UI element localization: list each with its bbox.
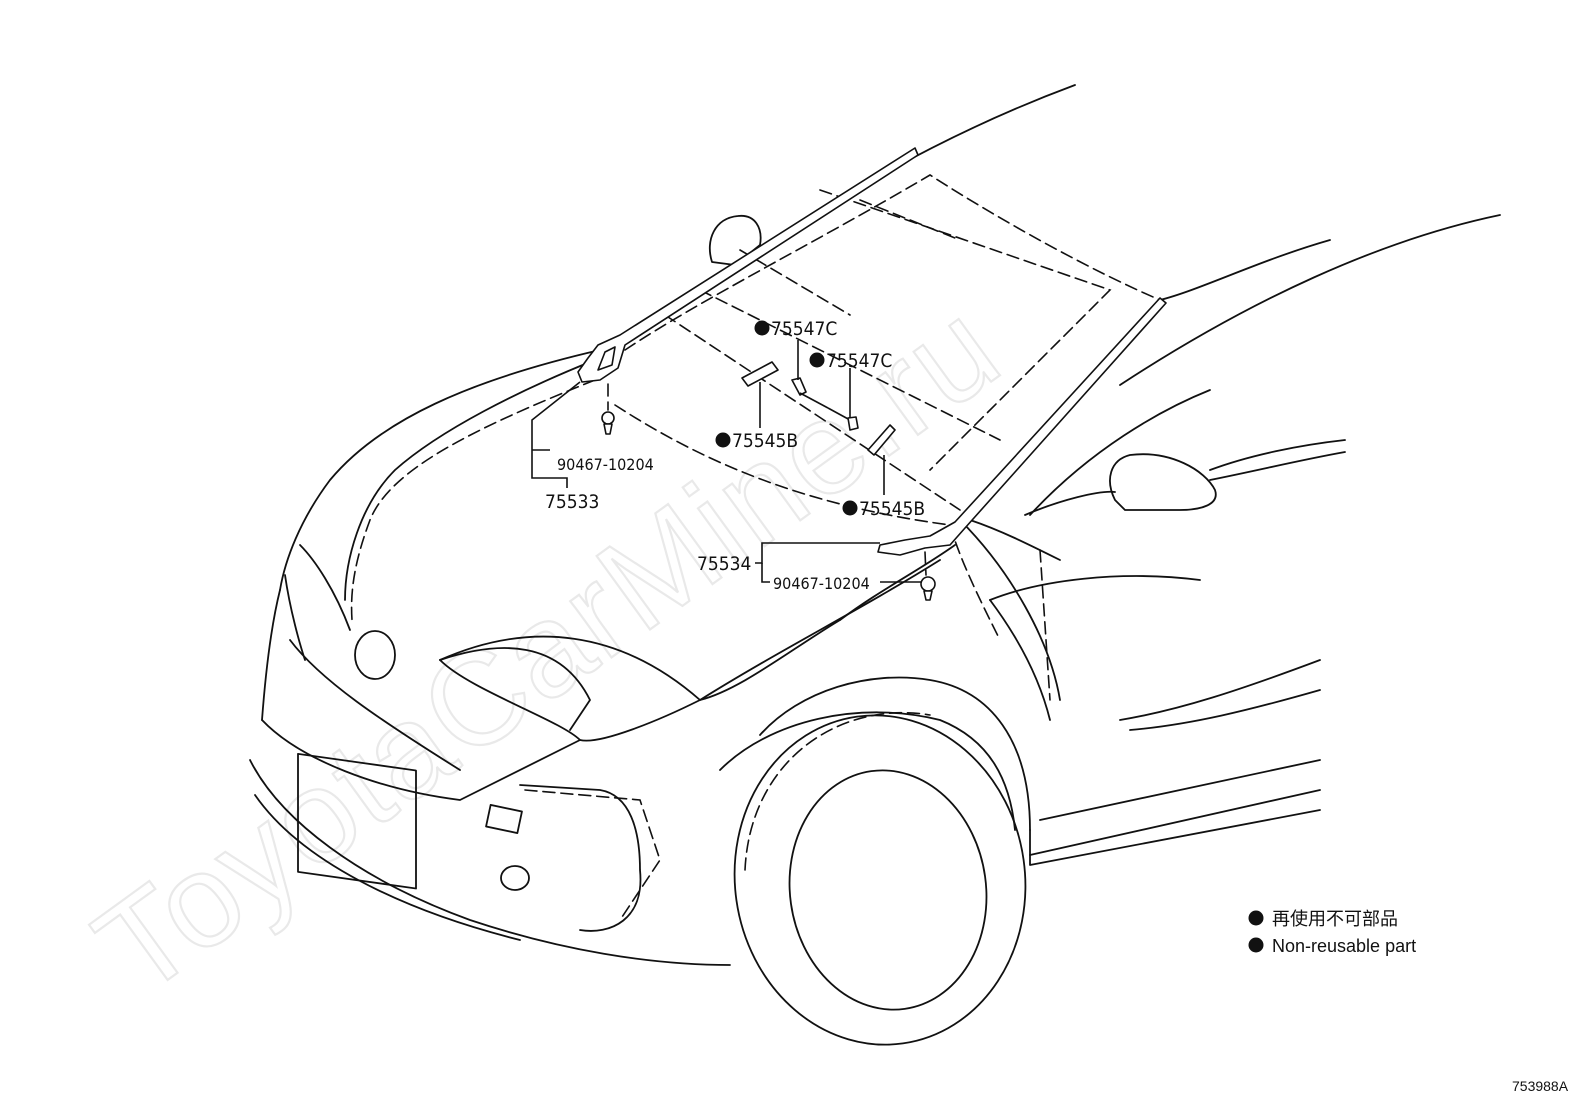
non-reusable-bullet-icon xyxy=(754,320,770,336)
left-windshield-molding xyxy=(577,147,919,383)
right-windshield-molding xyxy=(877,297,1167,556)
legend: 再使用不可部品 Non-reusable part xyxy=(1248,909,1416,956)
non-reusable-bullet-icon xyxy=(715,432,731,448)
legend-bullet-icon xyxy=(1248,937,1264,953)
leader-lines xyxy=(531,340,922,583)
legend-japanese-text: 再使用不可部品 xyxy=(1272,909,1398,929)
callout-75545b-upper: 75545B xyxy=(715,430,798,452)
callout-75547c-upper-label: 75547C xyxy=(771,318,837,340)
car-body-outline xyxy=(249,84,1501,1046)
clip-90467-right-part xyxy=(920,551,936,601)
bracket-75545b-upper-part xyxy=(741,361,779,387)
callout-75547c-lower-label: 75547C xyxy=(826,350,892,372)
callout-75547c-lower: 75547C xyxy=(809,350,892,372)
watermark-text: ToyotaCarMine.ru xyxy=(70,273,1025,1023)
non-reusable-bullet-icon xyxy=(809,352,825,368)
legend-bullet-icon xyxy=(1248,910,1264,926)
callout-75545b-lower: 75545B xyxy=(842,498,925,520)
bracket-75545b-lower-part xyxy=(867,424,896,456)
callout-75533-label: 75533 xyxy=(545,491,599,513)
callout-90467-right-label: 90467-10204 xyxy=(773,574,870,593)
non-reusable-bullet-icon xyxy=(842,500,858,516)
figure-number: 753988A xyxy=(1512,1078,1569,1094)
callout-90467-left-label: 90467-10204 xyxy=(557,455,654,474)
callout-75545b-upper-label: 75545B xyxy=(732,430,798,452)
callout-75545b-lower-label: 75545B xyxy=(859,498,925,520)
clip-90467-left-part xyxy=(601,383,615,435)
callout-75534-label: 75534 xyxy=(697,553,751,575)
callout-75547c-upper: 75547C xyxy=(754,318,837,340)
clip-75547c-lower-part xyxy=(827,407,859,431)
legend-english-text: Non-reusable part xyxy=(1272,936,1416,956)
